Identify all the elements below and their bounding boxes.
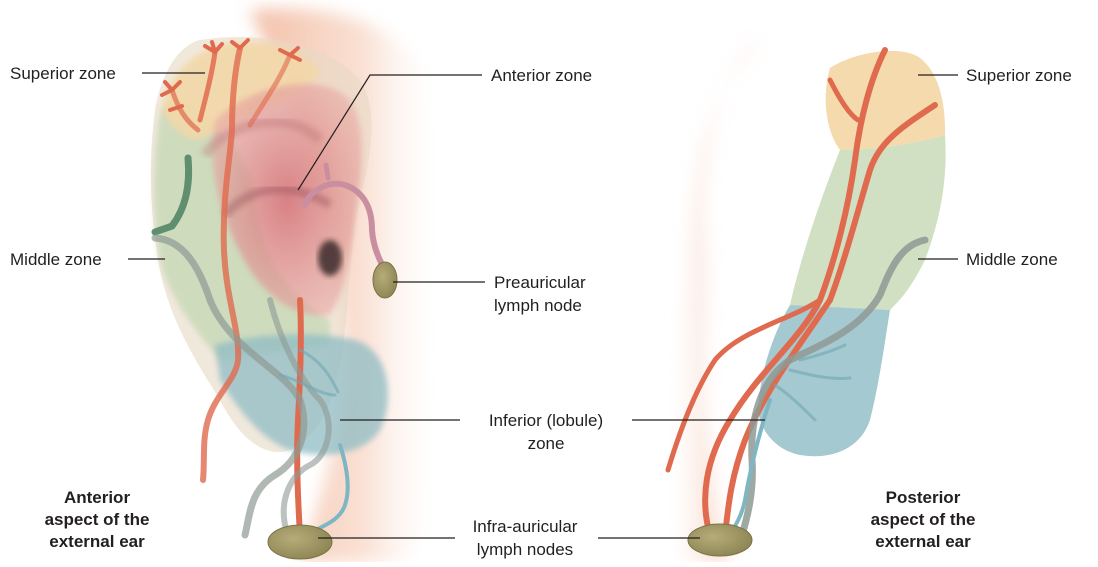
anterior-ear [151, 8, 443, 562]
label-anterior-zone: Anterior zone [491, 65, 592, 86]
posterior-ear [668, 40, 946, 562]
label-infra-line1: Infra-auricular [455, 516, 595, 537]
label-inferior-line1: Inferior (lobule) [462, 410, 630, 431]
caption-anterior-line2: aspect of the [17, 509, 177, 531]
label-infra-line2: lymph nodes [455, 539, 595, 560]
ear-canal-left [318, 240, 342, 276]
label-superior-zone-left: Superior zone [10, 63, 116, 84]
caption-anterior-line3: external ear [17, 531, 177, 553]
label-middle-zone-right: Middle zone [966, 249, 1058, 270]
caption-posterior: Posterior aspect of the external ear [843, 487, 1003, 553]
pink-vessel-left-stub [326, 165, 328, 178]
infra-auricular-lymph-node-right [688, 524, 752, 556]
label-inferior-line2: zone [462, 433, 630, 454]
infra-auricular-lymph-node-left [268, 525, 332, 559]
middle-zone-right [790, 135, 946, 310]
caption-posterior-line3: external ear [843, 531, 1003, 553]
label-middle-zone-left: Middle zone [10, 249, 102, 270]
preauricular-lymph-node [373, 262, 397, 298]
caption-posterior-line2: aspect of the [843, 509, 1003, 531]
caption-anterior: Anterior aspect of the external ear [17, 487, 177, 553]
caption-posterior-line1: Posterior [843, 487, 1003, 509]
label-preauricular-line2: lymph node [494, 295, 582, 316]
caption-anterior-line1: Anterior [17, 487, 177, 509]
label-superior-zone-right: Superior zone [966, 65, 1072, 86]
label-preauricular-line1: Preauricular [494, 272, 586, 293]
